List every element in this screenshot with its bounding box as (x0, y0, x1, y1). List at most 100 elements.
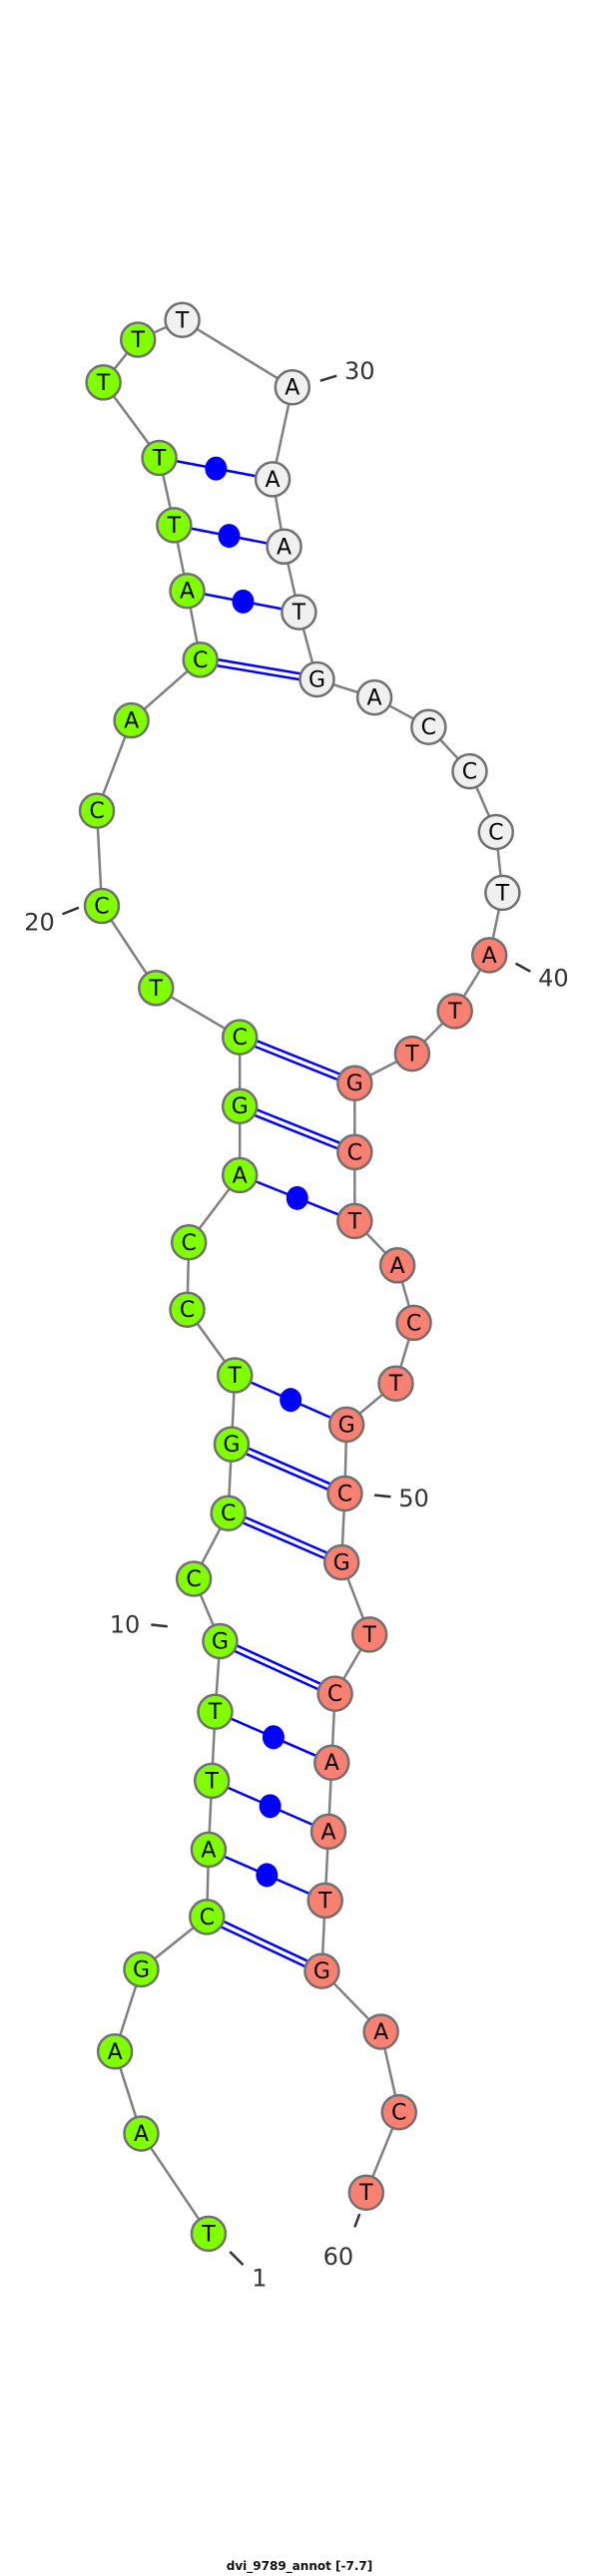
nucleotide-circle (193, 1762, 231, 1800)
figure-caption: dvi_9789_annot [-7.7] (226, 2559, 373, 2573)
nucleotide-47: C (395, 1304, 432, 1342)
nucleotide-circle (380, 2093, 417, 2131)
nucleotide-letter: T (208, 1700, 223, 1725)
nucleotide-circle (254, 461, 292, 498)
nucleotide-circle (266, 528, 302, 566)
nucleotide-letter: C (193, 648, 208, 673)
nucleotide-circle (313, 1744, 350, 1781)
nucleotide-37: C (451, 752, 488, 790)
backbone-segment (140, 2132, 210, 2235)
nucleotide-53: C (316, 1675, 353, 1712)
position-tick (353, 2213, 361, 2228)
nucleotide-letter: G (313, 1959, 330, 1984)
nucleotide-30: A (274, 368, 311, 406)
nucleotide-circle (213, 1426, 251, 1463)
base-pair-17-44 (254, 1108, 341, 1150)
nucleotide-letter: C (180, 1298, 195, 1323)
nucleotide-circle (470, 937, 508, 974)
position-number: 10 (110, 1611, 141, 1639)
nucleotide-21: C (78, 792, 116, 829)
nucleotide-letter: G (133, 1958, 150, 1983)
nucleotide-52: T (350, 1616, 388, 1653)
nucleotide-circle (309, 1813, 347, 1851)
base-pair-25-32 (190, 524, 269, 549)
base-pair-12-50 (245, 1447, 331, 1492)
nucleotide-circle (123, 2115, 160, 2152)
position-tick (151, 1623, 168, 1628)
nucleotide-circle (306, 1882, 343, 1920)
nucleotide-17: G (221, 1087, 259, 1124)
position-number: 40 (538, 964, 569, 992)
nucleotide-circle (451, 752, 488, 790)
nucleotide-letter: T (204, 1769, 219, 1794)
nucleotide-circle (436, 993, 473, 1030)
position-number: 50 (398, 1485, 429, 1512)
nucleotide-40: A (470, 937, 508, 974)
nucleotide-39: T (484, 874, 521, 912)
nucleotide-5: C (189, 1899, 226, 1935)
nucleotide-35: A (355, 678, 393, 716)
nucleotide-circle (138, 970, 175, 1007)
position-tick (514, 962, 531, 973)
nucleotide-circle (393, 1035, 431, 1073)
nucleotide-56: T (306, 1882, 343, 1920)
nucleotide-circle (274, 368, 311, 406)
position-tick (229, 2251, 245, 2266)
nucleotide-circle (336, 1065, 373, 1101)
nucleotide-letter: C (347, 1140, 362, 1165)
nucleotide-29: T (164, 301, 201, 339)
nucleotide-3: A (96, 2033, 134, 2070)
nucleotide-48: T (377, 1365, 414, 1402)
nucleotide-6: A (190, 1831, 228, 1869)
nucleotide-letter: T (358, 2181, 373, 2206)
nucleotide-letter: C (327, 1682, 342, 1707)
pair-bond-line (234, 1649, 319, 1691)
nucleotide-circle (169, 572, 206, 610)
nucleotide-letter: A (390, 1254, 405, 1279)
base-pair-9-53 (234, 1644, 321, 1691)
nucleotide-letter: C (391, 2101, 406, 2126)
wobble-dot-icon (256, 1863, 279, 1888)
nucleotide-circle (190, 2215, 228, 2253)
nucleotide-letter: C (406, 1311, 421, 1336)
nucleotide-letter: T (347, 1209, 362, 1234)
nucleotide-letter: A (367, 686, 382, 711)
nucleotide-24: A (169, 572, 206, 610)
nucleotide-letter: G (223, 1433, 240, 1458)
nucleotide-letter: T (152, 446, 167, 471)
nucleotide-14: C (169, 1291, 206, 1328)
wobble-dot-icon (259, 1794, 282, 1819)
nucleotide-circle (221, 1019, 259, 1056)
nucleotide-26: T (141, 439, 178, 477)
nucleotide-letter: T (201, 2222, 216, 2247)
nucleotide-51: G (322, 1543, 360, 1581)
wobble-dot-icon (218, 524, 241, 549)
wobble-dot-icon (280, 1388, 302, 1413)
nucleotide-letter: T (447, 1000, 462, 1025)
nucleotide-13: T (216, 1357, 254, 1394)
base-pair-5-57 (220, 1920, 308, 1968)
nucleotide-54: A (313, 1744, 350, 1781)
nucleotide-circle (170, 1224, 208, 1261)
nucleotide-circle (322, 1543, 360, 1581)
nucleotide-letter: T (361, 1623, 376, 1648)
nucleotide-circle (182, 642, 219, 678)
nucleotide-circle (113, 701, 150, 739)
nucleotide-letter: T (167, 514, 182, 539)
base-pair-13-49 (250, 1381, 332, 1420)
nucleotide-letter: G (212, 1630, 229, 1655)
nucleotide-circle (299, 660, 335, 698)
nucleotide-circle (189, 1899, 226, 1935)
nucleotide-20: C (83, 887, 121, 925)
position-label-10: 10 (110, 1611, 168, 1639)
nucleotide-34: G (299, 660, 335, 698)
nucleotide-letter: G (232, 1094, 249, 1119)
nucleotide-31: A (254, 461, 292, 498)
nucleotide-letter: A (285, 376, 300, 401)
nucleotide-circle (190, 1831, 228, 1869)
nucleotide-circle (175, 1560, 213, 1597)
nucleotide-letter: G (346, 1072, 363, 1096)
nucleotide-circle (355, 678, 393, 716)
position-label-50: 50 (373, 1485, 429, 1512)
